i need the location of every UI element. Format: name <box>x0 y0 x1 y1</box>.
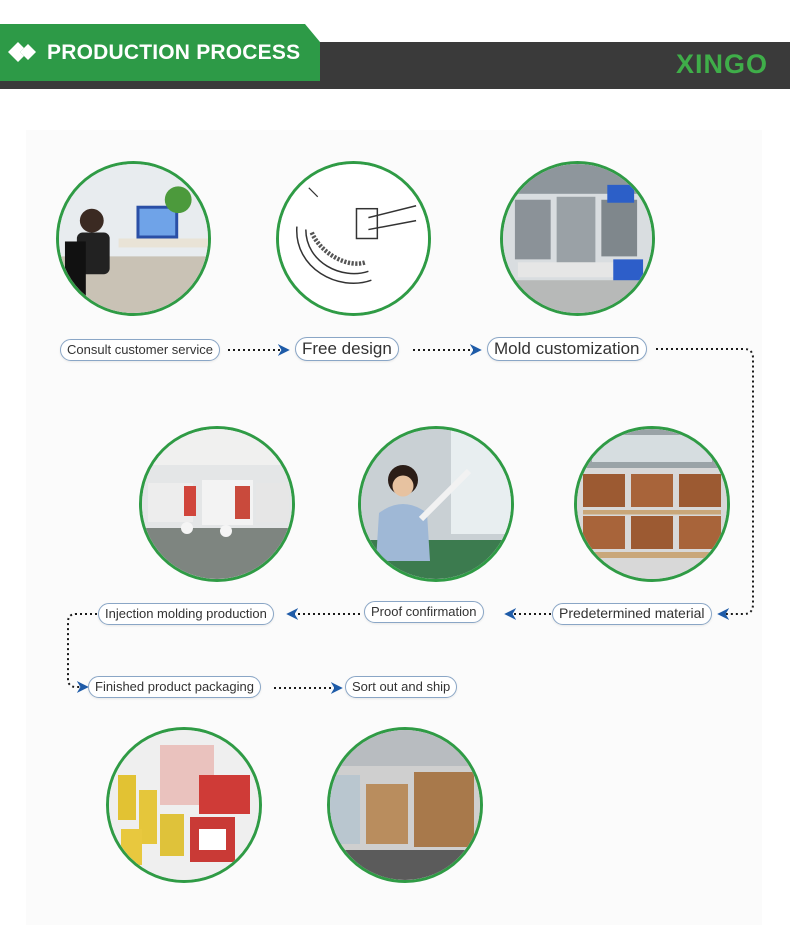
photo-material-boxes <box>574 426 730 582</box>
photo-packaged-products <box>106 727 262 883</box>
photo-warehouse <box>327 727 483 883</box>
step-injection-molding-production: Injection molding production <box>98 603 274 625</box>
step-mold-customization: Mold customization <box>487 337 647 361</box>
photo-injection-machines <box>139 426 295 582</box>
step-proof-confirmation: Proof confirmation <box>364 601 484 623</box>
brand-logo: XINGO <box>675 49 768 79</box>
step-free-design: Free design <box>295 337 399 361</box>
section-header-tab: PRODUCTION PROCESS <box>0 24 320 81</box>
photo-technical-drawing <box>276 161 431 316</box>
section-title: PRODUCTION PROCESS <box>47 41 301 64</box>
step-predetermined-material: Predetermined material <box>552 603 712 625</box>
photo-office-worker <box>56 161 211 316</box>
step-consult-customer-service: Consult customer service <box>60 339 220 361</box>
double-chevron-icon <box>8 42 36 62</box>
step-finished-product-packaging: Finished product packaging <box>88 676 261 698</box>
photo-steel-molds <box>500 161 655 316</box>
photo-proof-inspection <box>358 426 514 582</box>
step-sort-out-and-ship: Sort out and ship <box>345 676 458 698</box>
